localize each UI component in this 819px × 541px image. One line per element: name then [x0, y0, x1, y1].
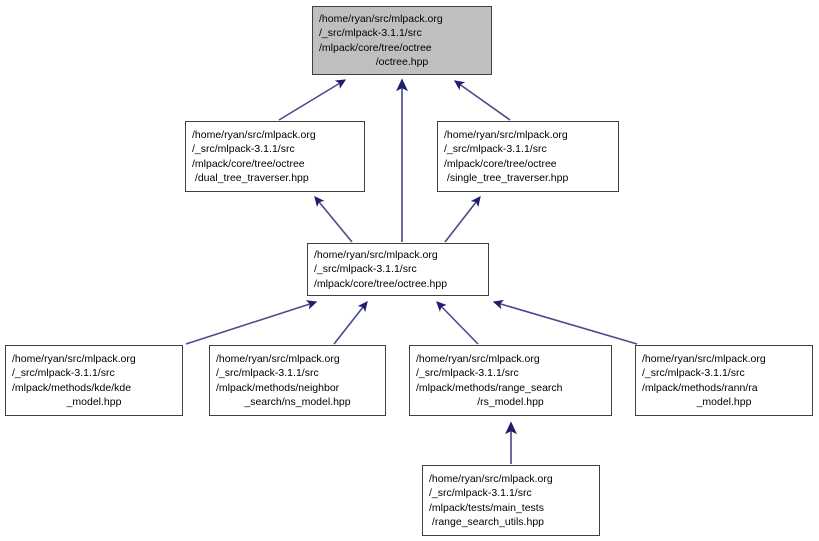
node-line: /octree.hpp	[375, 55, 429, 68]
node-line: /dual_tree_traverser.hpp	[192, 171, 309, 184]
edge-ns-model-to-core-octree	[333, 300, 368, 345]
edge-core-octree-to-dual-tree-traverser	[314, 196, 353, 243]
node-line: /_src/mlpack-3.1.1/src	[444, 143, 547, 156]
node-core-tree-octree-hpp[interactable]: /home/ryan/src/mlpack.org /_src/mlpack-3…	[307, 243, 489, 296]
node-line: /home/ryan/src/mlpack.org	[216, 352, 340, 365]
node-line: /home/ryan/src/mlpack.org	[192, 128, 316, 141]
node-line: /single_tree_traverser.hpp	[444, 171, 569, 184]
node-line: /_src/mlpack-3.1.1/src	[416, 367, 519, 380]
node-line: /_src/mlpack-3.1.1/src	[12, 367, 115, 380]
node-line: /home/ryan/src/mlpack.org	[642, 352, 766, 365]
edge-rs-model-to-core-octree	[436, 301, 479, 345]
node-line: /home/ryan/src/mlpack.org	[429, 472, 553, 485]
edge-single-tree-traverser-to-octree-dir	[453, 80, 511, 121]
node-line: /home/ryan/src/mlpack.org	[416, 352, 540, 365]
node-line: /mlpack/methods/kde/kde	[12, 381, 132, 394]
node-line: /mlpack/core/tree/octree	[319, 41, 432, 54]
node-line: /rs_model.hpp	[477, 395, 544, 408]
node-ns-model-hpp[interactable]: /home/ryan/src/mlpack.org /_src/mlpack-3…	[209, 345, 386, 416]
node-line: /home/ryan/src/mlpack.org	[314, 249, 438, 262]
node-line: /mlpack/core/tree/octree	[192, 157, 305, 170]
node-range-search-utils-hpp[interactable]: /home/ryan/src/mlpack.org /_src/mlpack-3…	[422, 465, 600, 536]
node-line: /_src/mlpack-3.1.1/src	[642, 367, 745, 380]
node-line: /_src/mlpack-3.1.1/src	[319, 27, 422, 40]
node-line: _search/ns_model.hpp	[244, 395, 351, 408]
node-line: /mlpack/methods/range_search	[416, 381, 563, 394]
node-line: /range_search_utils.hpp	[429, 515, 544, 528]
edge-ra-model-to-core-octree	[492, 299, 638, 345]
node-kde-model-hpp[interactable]: /home/ryan/src/mlpack.org /_src/mlpack-3…	[5, 345, 183, 416]
node-line: _model.hpp	[696, 395, 752, 408]
node-line: /home/ryan/src/mlpack.org	[444, 128, 568, 141]
node-line: _model.hpp	[66, 395, 122, 408]
node-dual-tree-traverser-hpp[interactable]: /home/ryan/src/mlpack.org /_src/mlpack-3…	[185, 121, 365, 192]
node-line: /home/ryan/src/mlpack.org	[12, 352, 136, 365]
node-line: /home/ryan/src/mlpack.org	[319, 12, 443, 25]
node-rs-model-hpp[interactable]: /home/ryan/src/mlpack.org /_src/mlpack-3…	[409, 345, 612, 416]
node-line: /mlpack/methods/neighbor	[216, 381, 340, 394]
node-line: /_src/mlpack-3.1.1/src	[429, 487, 532, 500]
node-line: /mlpack/core/tree/octree	[444, 157, 557, 170]
node-line: /_src/mlpack-3.1.1/src	[192, 143, 295, 156]
node-single-tree-traverser-hpp[interactable]: /home/ryan/src/mlpack.org /_src/mlpack-3…	[437, 121, 619, 192]
node-line: /mlpack/core/tree/octree.hpp	[314, 277, 448, 290]
node-line: /_src/mlpack-3.1.1/src	[314, 263, 417, 276]
edge-core-octree-to-single-tree-traverser	[444, 195, 481, 243]
node-line: /_src/mlpack-3.1.1/src	[216, 367, 319, 380]
node-line: /mlpack/tests/main_tests	[429, 501, 544, 514]
node-octree-hpp-dir[interactable]: /home/ryan/src/mlpack.org /_src/mlpack-3…	[312, 6, 492, 75]
node-line: /mlpack/methods/rann/ra	[642, 381, 758, 394]
edge-kde-model-to-core-octree	[185, 300, 318, 345]
node-ra-model-hpp[interactable]: /home/ryan/src/mlpack.org /_src/mlpack-3…	[635, 345, 813, 416]
edge-dual-tree-traverser-to-octree-dir	[278, 79, 347, 121]
